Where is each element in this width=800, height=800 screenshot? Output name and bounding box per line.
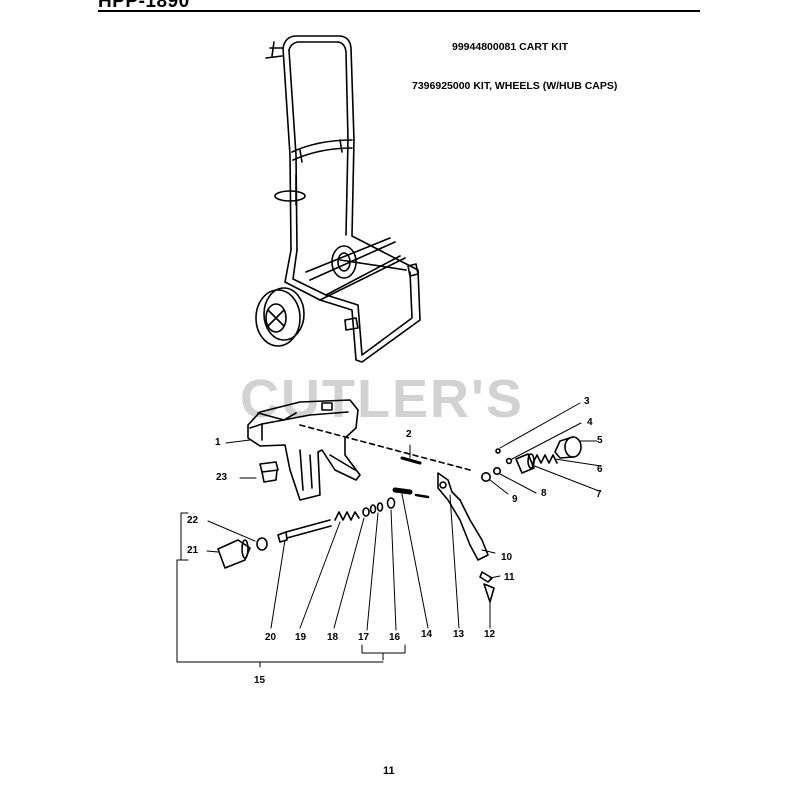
callout-11: 11 xyxy=(504,572,515,583)
model-title: HPP-1890 xyxy=(98,0,190,12)
part-ring-17a xyxy=(376,502,384,512)
callout-3: 3 xyxy=(584,396,590,407)
callout-7: 7 xyxy=(596,489,602,500)
callout-18: 18 xyxy=(327,632,339,643)
page-number: 11 xyxy=(383,765,395,777)
callout-21: 21 xyxy=(187,545,199,556)
part-nut-5 xyxy=(554,436,582,459)
part-safety-12 xyxy=(483,583,495,603)
callout-15: 15 xyxy=(254,675,266,686)
part-ball-3 xyxy=(495,448,501,454)
part-seat-18 xyxy=(362,507,370,517)
part-rod xyxy=(414,493,430,499)
part-clip-11 xyxy=(479,571,493,583)
callout-23: 23 xyxy=(216,472,228,483)
part-stem-20 xyxy=(277,519,332,543)
part-seal-9 xyxy=(480,471,491,482)
callout-12: 12 xyxy=(484,629,496,640)
callout-6: 6 xyxy=(597,464,603,475)
callout-16: 16 xyxy=(389,632,401,643)
callout-17: 17 xyxy=(358,632,370,643)
part-washer-8 xyxy=(492,466,501,475)
callout-1: 1 xyxy=(215,437,221,448)
wheels-kit-label: 7396925000 KIT, WHEELS (W/HUB CAPS) xyxy=(412,80,618,92)
callout-13: 13 xyxy=(453,629,465,640)
callout-5: 5 xyxy=(597,435,603,446)
part-fitting-23 xyxy=(259,461,279,483)
callout-10: 10 xyxy=(501,552,513,563)
header-rule xyxy=(98,10,700,12)
part-plug-7 xyxy=(515,453,535,474)
part-ring-17b xyxy=(369,504,377,514)
part-pin-14 xyxy=(392,487,413,495)
part-plug-21 xyxy=(217,539,251,569)
trigger-lever xyxy=(437,472,489,561)
cart-kit-label: 99944800081 CART KIT xyxy=(452,41,569,53)
callout-8: 8 xyxy=(541,488,547,499)
leader-lines xyxy=(176,402,602,668)
part-ring-16 xyxy=(386,497,396,509)
gun-body xyxy=(247,399,361,501)
part-oring-4 xyxy=(505,457,513,465)
part-oring-22 xyxy=(256,537,268,551)
pin-part xyxy=(400,456,422,465)
callout-19: 19 xyxy=(295,632,307,643)
callout-2: 2 xyxy=(406,429,412,440)
part-spring-19 xyxy=(334,511,360,521)
part-spring-6 xyxy=(532,454,558,464)
shaft-line xyxy=(299,424,471,471)
callout-20: 20 xyxy=(265,632,277,643)
cart-illustration xyxy=(255,35,421,363)
callout-22: 22 xyxy=(187,515,199,526)
callout-14: 14 xyxy=(421,629,433,640)
callout-4: 4 xyxy=(587,417,593,428)
callout-9: 9 xyxy=(512,494,518,505)
